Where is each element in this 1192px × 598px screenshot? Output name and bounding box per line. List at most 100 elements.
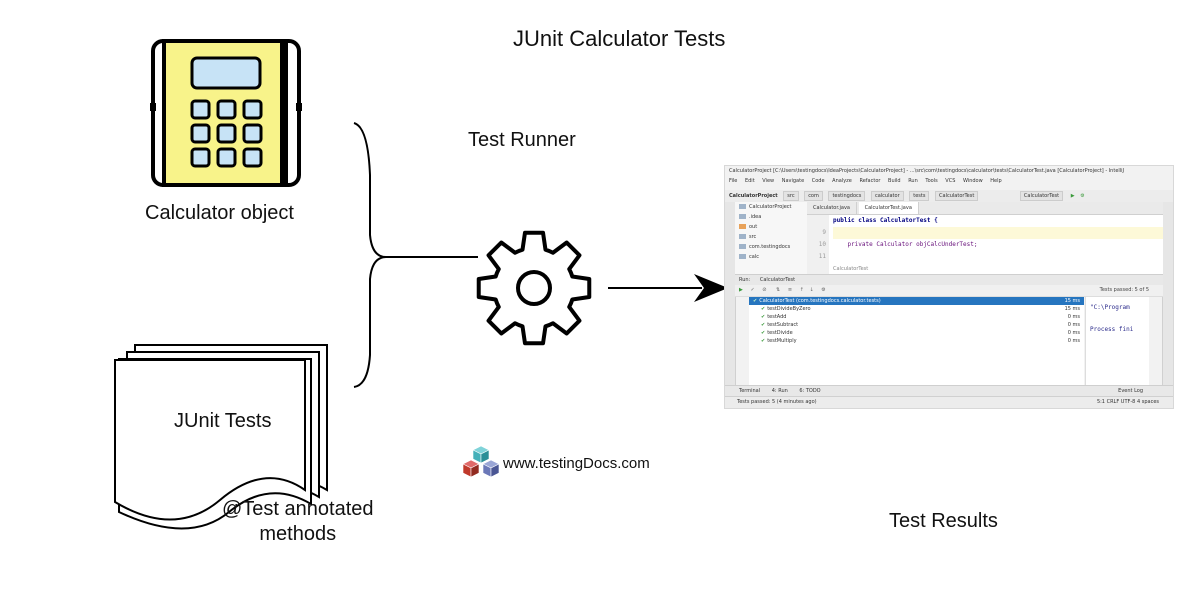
tab-calculator-java[interactable]: Calculator.java [807,202,857,214]
tab-terminal[interactable]: Terminal [739,388,761,394]
sort-icon[interactable]: ⇅ [776,287,781,293]
run-config-select[interactable]: CalculatorTest [1019,191,1064,201]
nav-file[interactable]: CalculatorTest [935,191,979,201]
tab-event-log[interactable]: Event Log [1118,388,1143,394]
menu-analyze[interactable]: Analyze [832,178,852,184]
folder-icon [739,234,746,239]
expand-icon[interactable]: ≡ [787,287,793,293]
test-tree: ✔CalculatorTest (com.testingdocs.calcula… [749,297,1084,385]
pass-check-icon: ✔ [761,322,766,328]
rerun-icon[interactable]: ▶ [739,287,743,293]
calculator-icon [150,39,302,187]
right-tool-strip [1162,202,1173,398]
ignored-filter-icon[interactable]: ⊘ [762,287,767,293]
code-line [833,251,1163,263]
tree-item[interactable]: CalculatorProject [735,202,807,212]
diagram-title: JUnit Calculator Tests [513,26,726,51]
tab-run[interactable]: 4: Run [771,388,788,394]
nav-com[interactable]: com [804,191,823,201]
menu-view[interactable]: View [762,178,775,184]
input-brace [353,122,478,388]
pass-check-icon: ✔ [761,306,766,312]
menu-refactor[interactable]: Refactor [859,178,881,184]
console-output[interactable]: "C:\Program Process fini [1085,297,1149,385]
tree-item[interactable]: calc [735,252,807,262]
pass-check-icon: ✔ [761,330,766,336]
tree-item[interactable]: out [735,222,807,232]
run-icon[interactable]: ▶ [1070,193,1075,199]
folder-icon [739,224,746,229]
nav-src[interactable]: src [783,191,799,201]
nav-calc[interactable]: calculator [870,191,904,201]
tree-item[interactable]: com.testingdocs [735,242,807,252]
run-config-tab[interactable]: CalculatorTest [759,277,796,283]
run-label: Run: [739,277,751,283]
menu-edit[interactable]: Edit [744,178,755,184]
test-row[interactable]: ✔CalculatorTest (com.testingdocs.calcula… [749,297,1084,305]
menu-window[interactable]: Window [962,178,983,184]
gear-icon [476,230,592,346]
menu-build[interactable]: Build [888,178,901,184]
code-lines: public class CalculatorTest { private Ca… [833,215,1163,275]
run-toolbar: ▶ ✓ ⊘ ⇅ ≡ ↑ ↓ ⚙ Tests passed: 5 of 5 [735,285,1163,297]
annotated-methods-label: @Test annotated methods [222,497,374,547]
menu-vcs[interactable]: VCS [945,178,956,184]
nav-tests[interactable]: tests [909,191,930,201]
console-line: Process fini [1090,326,1134,333]
pass-check-icon: ✔ [761,314,766,320]
annotation-line-1: @Test annotated [222,498,374,520]
ide-statusbar: Tests passed: 5 (4 minutes ago) 5:1 CRLF… [725,396,1173,408]
nav-project[interactable]: CalculatorProject [729,193,778,199]
editor-tabs: Calculator.java CalculatorTest.java [807,202,1163,215]
console-line: "C:\Program [1090,304,1130,311]
menu-tools[interactable]: Tools [925,178,938,184]
pass-check-icon: ✔ [753,298,758,304]
menu-code[interactable]: Code [811,178,825,184]
status-left: Tests passed: 5 (4 minutes ago) [737,399,817,405]
package-icon [739,244,746,249]
test-runner-label: Test Runner [468,129,576,151]
ide-screenshot: CalculatorProject [C:\Users\testingdocs\… [724,165,1174,409]
run-panel-header: Run: CalculatorTest [735,274,1163,285]
results-arrow [608,274,728,302]
cubes-logo-icon [462,445,500,478]
left-tool-strip [725,202,736,398]
test-results-label: Test Results [889,510,998,532]
tree-item[interactable]: src [735,232,807,242]
bottom-tool-tabs: Terminal 4: Run 6: TODO Event Log [725,385,1173,396]
settings-icon[interactable]: ⚙ [821,287,826,293]
up-icon[interactable]: ↑ [799,287,804,293]
calculator-object-label: Calculator object [145,202,294,224]
code-editor[interactable]: 9 10 11 public class CalculatorTest { pr… [807,215,1163,274]
ide-title: CalculatorProject [C:\Users\testingdocs\… [729,168,1125,174]
tab-todo[interactable]: 6: TODO [799,388,821,394]
menu-navigate[interactable]: Navigate [781,178,805,184]
ide-menubar: File Edit View Navigate Code Analyze Ref… [725,178,1173,186]
package-icon [739,254,746,259]
tree-item[interactable]: .idea [735,212,807,222]
folder-icon [739,214,746,219]
debug-icon[interactable]: ⚙ [1080,193,1085,199]
annotation-line-2: methods [259,523,337,545]
menu-run[interactable]: Run [908,178,918,184]
pass-check-icon: ✔ [761,338,766,344]
project-icon [739,204,746,209]
editor-breadcrumb: CalculatorTest [833,266,869,272]
menu-file[interactable]: File [729,178,738,184]
passed-filter-icon[interactable]: ✓ [750,287,755,293]
down-icon[interactable]: ↓ [809,287,814,293]
tests-passed-status: Tests passed: 5 of 5 [1099,287,1149,293]
nav-pkg[interactable]: testingdocs [828,191,866,201]
menu-help[interactable]: Help [990,178,1002,184]
junit-tests-label: JUnit Tests [174,410,272,432]
project-panel: CalculatorProject .idea out src com.test… [735,202,808,274]
tab-calculatortest-java[interactable]: CalculatorTest.java [858,202,919,214]
documents-icon [114,344,328,530]
line-gutter: 9 10 11 [807,215,829,274]
brand-url: www.testingDocs.com [503,455,650,472]
